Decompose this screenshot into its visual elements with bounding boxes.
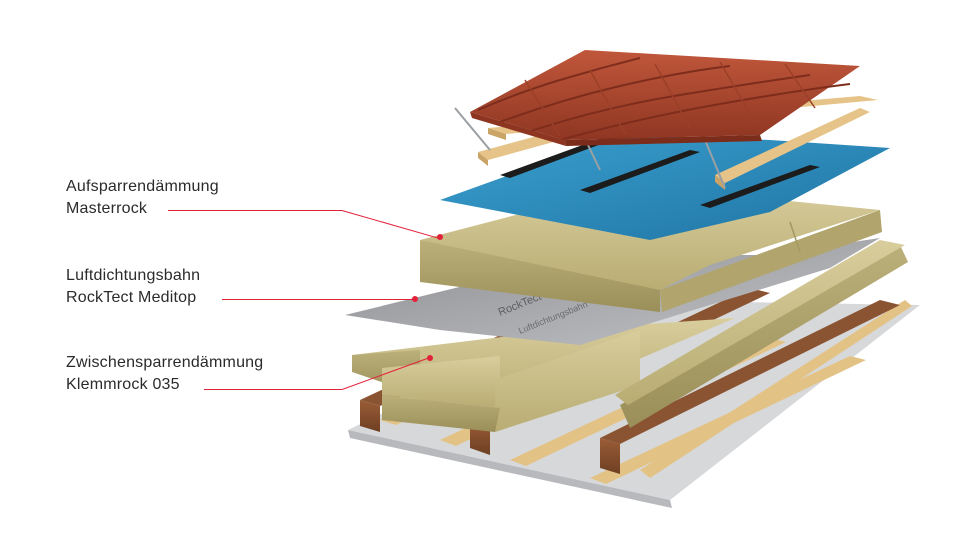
roof-tiles — [470, 50, 860, 146]
label-2-line2: RockTect Meditop — [66, 289, 197, 306]
label-luftdichtungsbahn: Luftdichtungsbahn RockTect Meditop — [66, 265, 200, 309]
leader-dot-zwischensparren — [427, 355, 433, 361]
label-aufsparrendaemmung: Aufsparrendämmung Masterrock — [66, 176, 219, 220]
leader-line-aufsparren — [168, 210, 342, 211]
label-1-line1: Aufsparrendämmung — [66, 178, 219, 195]
label-3-line1: Zwischensparrendämmung — [66, 354, 264, 371]
leader-line-zwischensparren — [204, 389, 342, 390]
leader-line-luftdichtung — [222, 299, 415, 300]
zwischensparren-daemmung — [352, 240, 908, 432]
leader-dot-aufsparren — [437, 234, 443, 240]
label-2-line1: Luftdichtungsbahn — [66, 267, 201, 284]
label-1-line2: Masterrock — [66, 200, 148, 217]
label-3-line2: Klemmrock 035 — [66, 376, 180, 393]
label-zwischensparrendaemmung: Zwischensparrendämmung Klemmrock 035 — [66, 352, 263, 396]
leader-dot-luftdichtung — [412, 296, 418, 302]
